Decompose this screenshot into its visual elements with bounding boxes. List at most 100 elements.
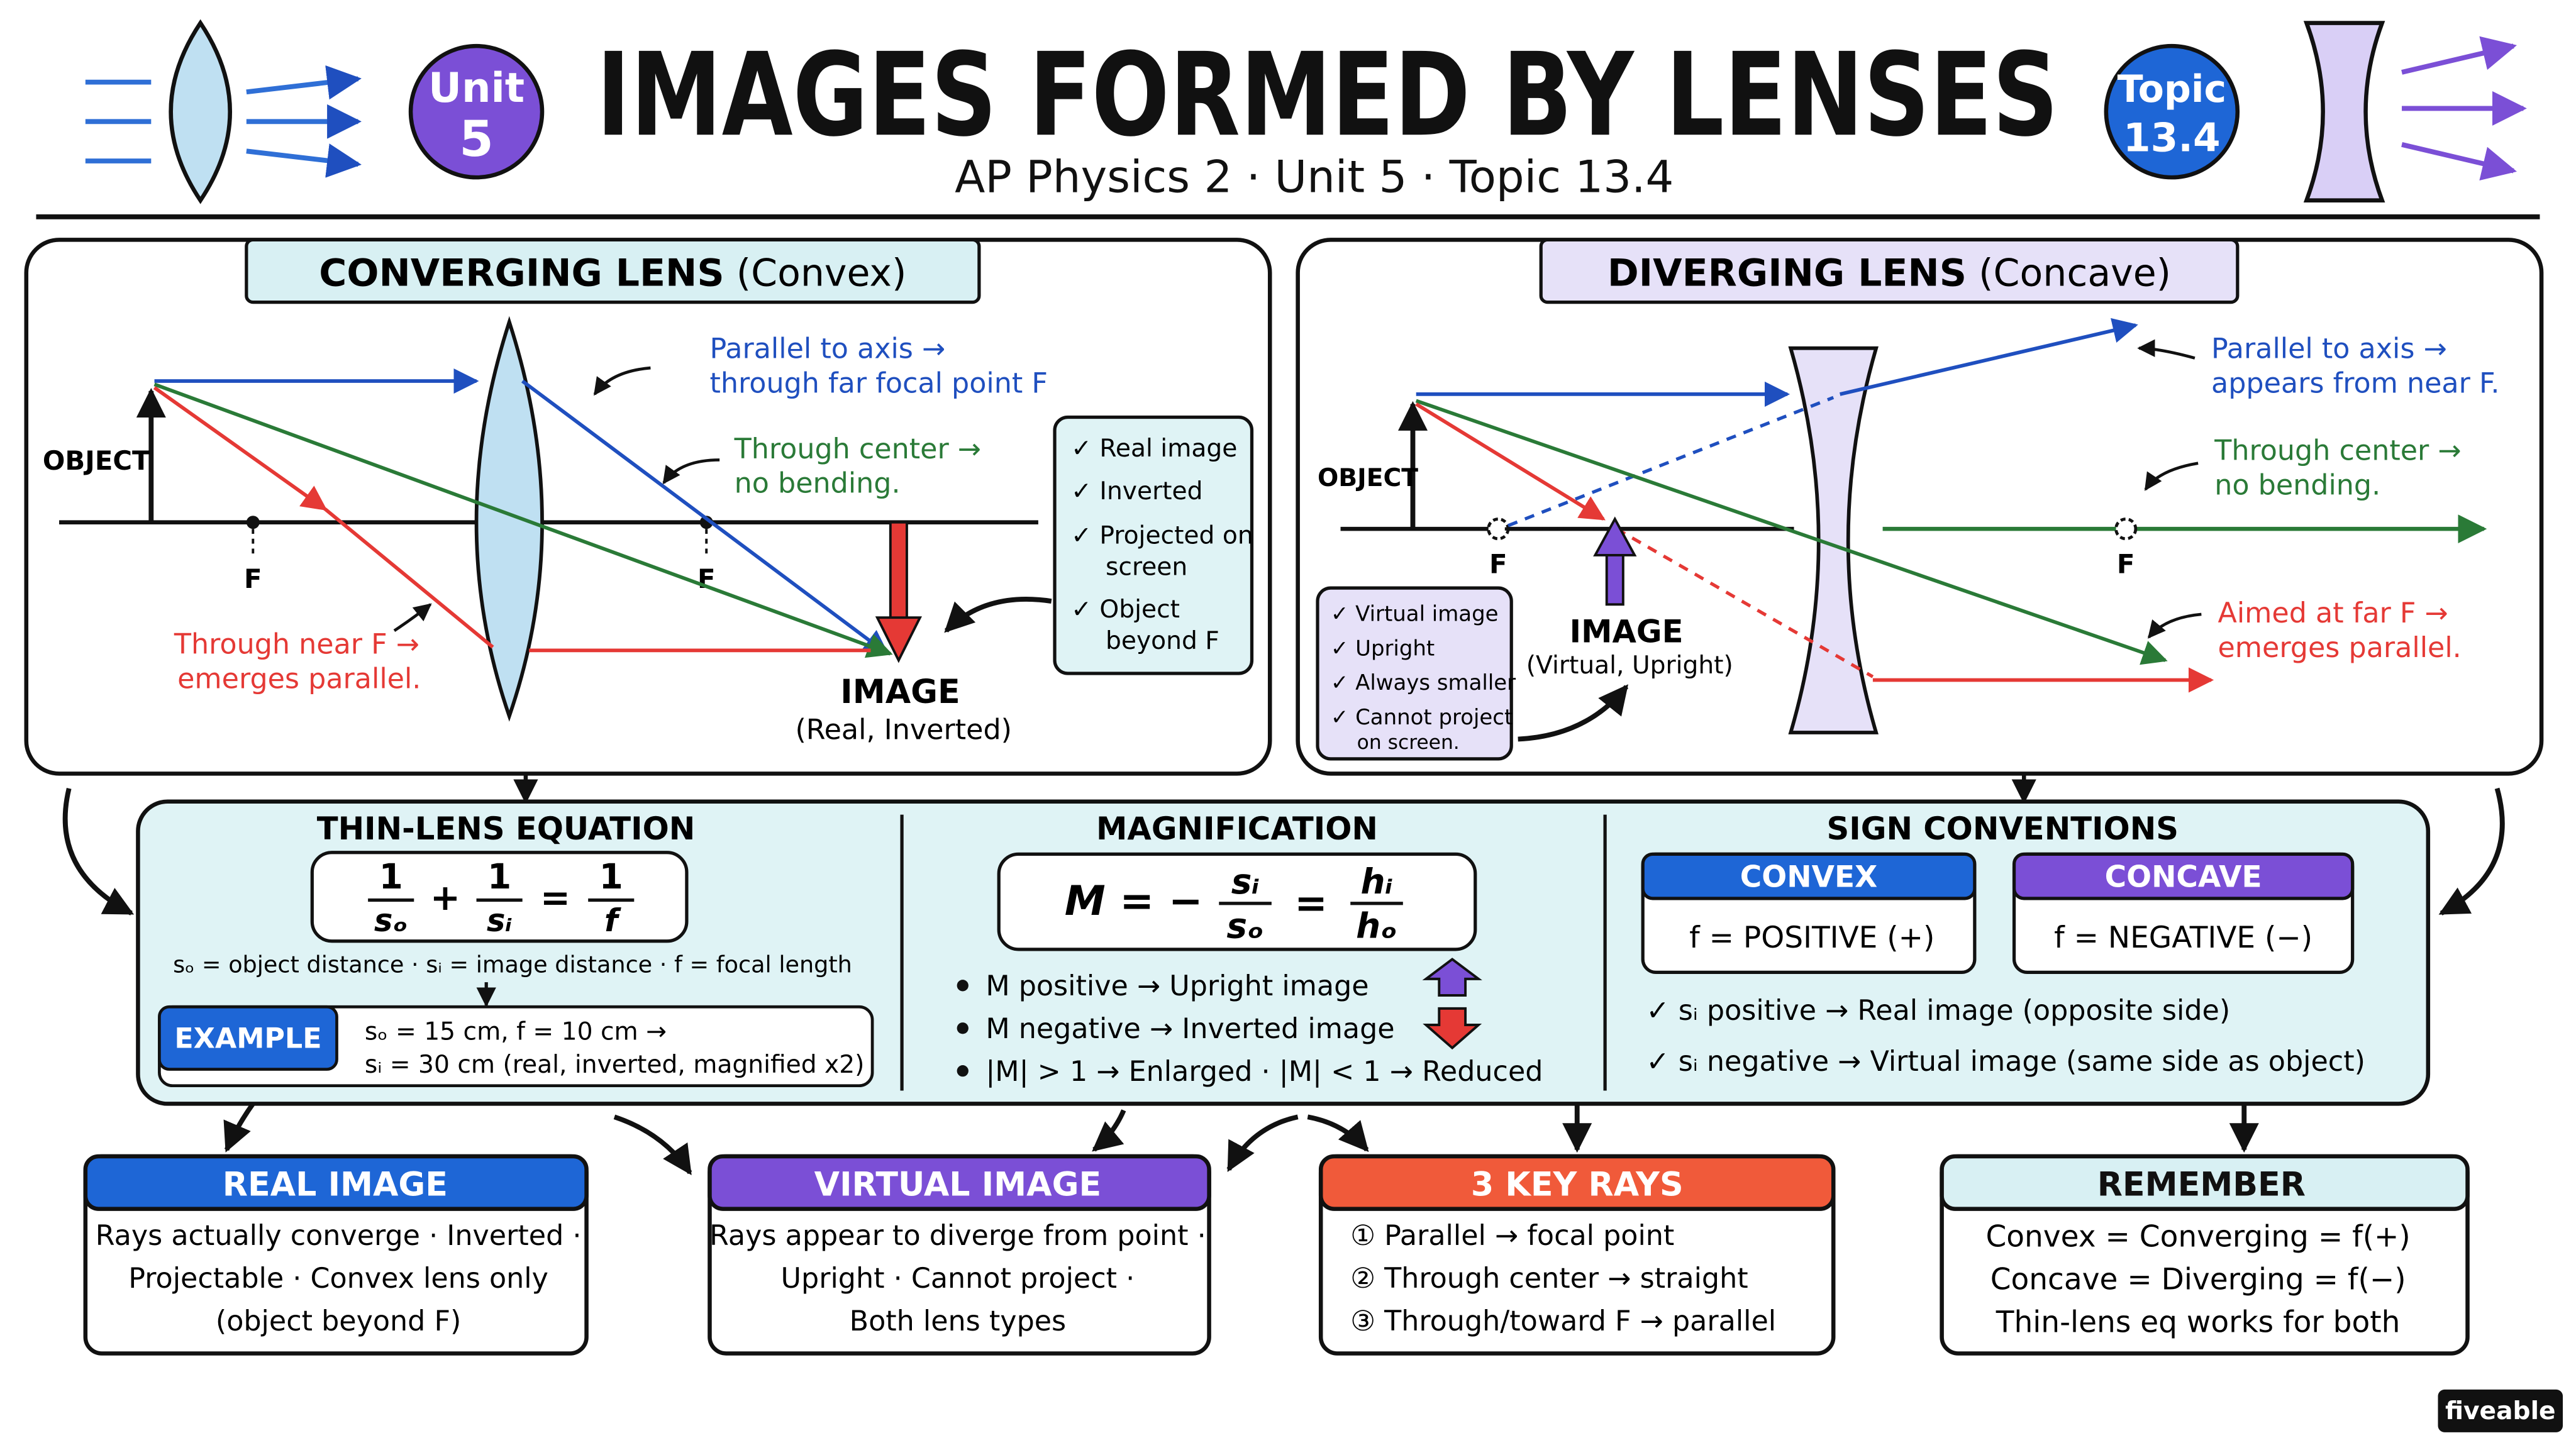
- mag-bullet: |M| > 1 → Enlarged · |M| < 1 → Reduced: [985, 1056, 1543, 1088]
- focal-point-near: [246, 516, 260, 529]
- ray-focal-note-2: emerges parallel.: [177, 663, 421, 695]
- diverging-title: DIVERGING LENS (Concave): [1607, 252, 2171, 296]
- card-line: ③ Through/toward F → parallel: [1350, 1305, 1776, 1337]
- card-line: Convex = Converging = f(+): [1985, 1220, 2410, 1254]
- converging-lens-panel: CONVERGING LENS (Convex) OBJECT F F IMAG…: [24, 238, 1272, 776]
- page-title: IMAGES FORMED BY LENSES: [596, 28, 2058, 162]
- example-badge: EXAMPLE: [174, 1023, 321, 1055]
- image-label: IMAGE: [840, 673, 960, 711]
- card-line: ② Through center → straight: [1350, 1263, 1748, 1295]
- ray-center-note-1: Through center →: [734, 433, 981, 465]
- ray-parallel-refracted: [521, 379, 889, 656]
- card-line: Upright · Cannot project ·: [781, 1263, 1135, 1295]
- converging-checklist: ✓ Real image ✓ Inverted ✓ Projected on s…: [1053, 415, 1254, 675]
- ray-focal-note-2: emerges parallel.: [2218, 632, 2461, 664]
- ray-parallel-note-2: through far focal point F: [709, 367, 1047, 399]
- image-sublabel: (Real, Inverted): [795, 714, 1012, 746]
- check-item-cont: beyond F: [1106, 627, 1219, 655]
- ray-center: [1415, 399, 2168, 665]
- header: Unit 5 IMAGES FORMED BY LENSES AP Physic…: [36, 19, 2540, 219]
- topic-badge: Topic 13.4: [2104, 43, 2240, 180]
- mag-lhs: M = −: [1065, 877, 1203, 925]
- eq-num: 1: [599, 856, 623, 897]
- unit-badge-number: 5: [459, 111, 494, 168]
- eq-num: 1: [487, 856, 511, 897]
- ray-parallel-note-1: Parallel to axis →: [709, 333, 945, 365]
- ray-focal-note-1: Through near F →: [174, 629, 419, 661]
- concave-lens-icon: [2303, 21, 2527, 202]
- example-line-1: sₒ = 15 cm, f = 10 cm →: [365, 1018, 667, 1046]
- image-sublabel: (Virtual, Upright): [1526, 651, 1733, 680]
- image-label: IMAGE: [1570, 613, 1684, 650]
- ray-focal-extension: [1616, 527, 1874, 678]
- eq-num: 1: [379, 856, 403, 897]
- example-line-2: sᵢ = 30 cm (real, inverted, magnified x2…: [365, 1051, 865, 1079]
- unit-badge: Unit 5: [408, 43, 545, 180]
- card-title: REAL IMAGE: [223, 1166, 448, 1204]
- real-image-arrow: [889, 521, 908, 622]
- focal-label-far: F: [2117, 549, 2135, 580]
- concave-value: f = NEGATIVE (−): [2054, 921, 2312, 955]
- focal-label-near: F: [244, 563, 262, 594]
- topic-badge-number: 13.4: [2123, 114, 2221, 160]
- mag-den: sₒ: [1226, 906, 1263, 946]
- card-line: Thin-lens eq works for both: [1996, 1305, 2401, 1339]
- ray-center-note-1: Through center →: [2214, 434, 2461, 467]
- brand-logo: fiveable: [2438, 1389, 2563, 1432]
- section-title: MAGNIFICATION: [1096, 810, 1378, 847]
- check-item: ✓ Always smaller: [1331, 670, 1516, 695]
- mag-den: hₒ: [1356, 906, 1397, 946]
- magnification-section: MAGNIFICATION M = − sᵢ sₒ = hᵢ hₒ M posi…: [957, 810, 1543, 1088]
- ray-center: [153, 382, 893, 658]
- concave-label: CONCAVE: [2105, 860, 2262, 895]
- thin-lens-legend: sₒ = object distance · sᵢ = image distan…: [173, 951, 852, 978]
- connector-arrows: [62, 773, 2505, 1176]
- mag-equals: =: [1294, 880, 1328, 926]
- ray-center-note-2: no bending.: [735, 468, 901, 500]
- equations-panel: THIN-LENS EQUATION 1 sₒ + 1 sᵢ = 1 f sₒ …: [136, 799, 2431, 1106]
- ray-parallel-refracted: [1840, 318, 2138, 396]
- sign-conventions-section: SIGN CONVENTIONS CONVEX f = POSITIVE (+)…: [1641, 810, 2365, 1078]
- ray-focal: [153, 386, 328, 511]
- page-subtitle: AP Physics 2 · Unit 5 · Topic 13.4: [955, 152, 1674, 203]
- mag-num: hᵢ: [1360, 861, 1392, 902]
- card-key-rays: 3 KEY RAYS ① Parallel → focal point ② Th…: [1318, 1154, 1836, 1356]
- check-item-cont: on screen.: [1357, 731, 1460, 754]
- check-item-cont: screen: [1106, 553, 1187, 581]
- eq-den: sₒ: [374, 902, 408, 939]
- card-title: VIRTUAL IMAGE: [814, 1166, 1101, 1204]
- mag-num: sᵢ: [1231, 861, 1260, 902]
- card-title: REMEMBER: [2097, 1166, 2306, 1204]
- up-arrow-icon: [1422, 958, 1482, 997]
- object-label: OBJECT: [43, 445, 150, 476]
- sign-rule: ✓ sᵢ positive → Real image (opposite sid…: [1646, 995, 2230, 1027]
- card-virtual-image: VIRTUAL IMAGE Rays appear to diverge fro…: [708, 1154, 1211, 1356]
- focal-point-far: [2114, 517, 2138, 541]
- converging-title: CONVERGING LENS (Convex): [319, 252, 906, 296]
- ray-parallel-note-1: Parallel to axis →: [2211, 333, 2447, 365]
- virtual-image-arrow: [1605, 550, 1624, 606]
- check-item: ✓ Upright: [1331, 636, 1435, 661]
- mag-bullet: M negative → Inverted image: [985, 1013, 1394, 1045]
- card-line: Concave = Diverging = f(−): [1990, 1263, 2406, 1297]
- check-item: ✓ Projected on: [1071, 522, 1253, 550]
- thin-lens-section: THIN-LENS EQUATION 1 sₒ + 1 sᵢ = 1 f sₒ …: [158, 810, 874, 1088]
- ray-focal-note-1: Aimed at far F →: [2218, 597, 2448, 629]
- convex-lens-icon: [85, 19, 362, 204]
- down-arrow-icon: [1423, 1007, 1482, 1050]
- concave-lens: [1788, 346, 1879, 734]
- ray-focal: [1415, 402, 1606, 521]
- card-line: ① Parallel → focal point: [1350, 1220, 1674, 1252]
- ray-parallel-note-2: appears from near F.: [2211, 367, 2500, 399]
- unit-badge-label: Unit: [428, 64, 525, 112]
- focal-label-near: F: [1489, 549, 1507, 580]
- mag-bullet: M positive → Upright image: [985, 970, 1368, 1002]
- ray-center-note-2: no bending.: [2214, 469, 2380, 501]
- card-title: 3 KEY RAYS: [1471, 1166, 1684, 1204]
- convex-label: CONVEX: [1740, 860, 1878, 895]
- check-item: ✓ Virtual image: [1331, 601, 1499, 626]
- card-line: Rays appear to diverge from point ·: [709, 1220, 1206, 1252]
- ray-parallel-extension: [1507, 396, 1835, 528]
- sign-rule: ✓ sᵢ negative → Virtual image (same side…: [1646, 1046, 2365, 1078]
